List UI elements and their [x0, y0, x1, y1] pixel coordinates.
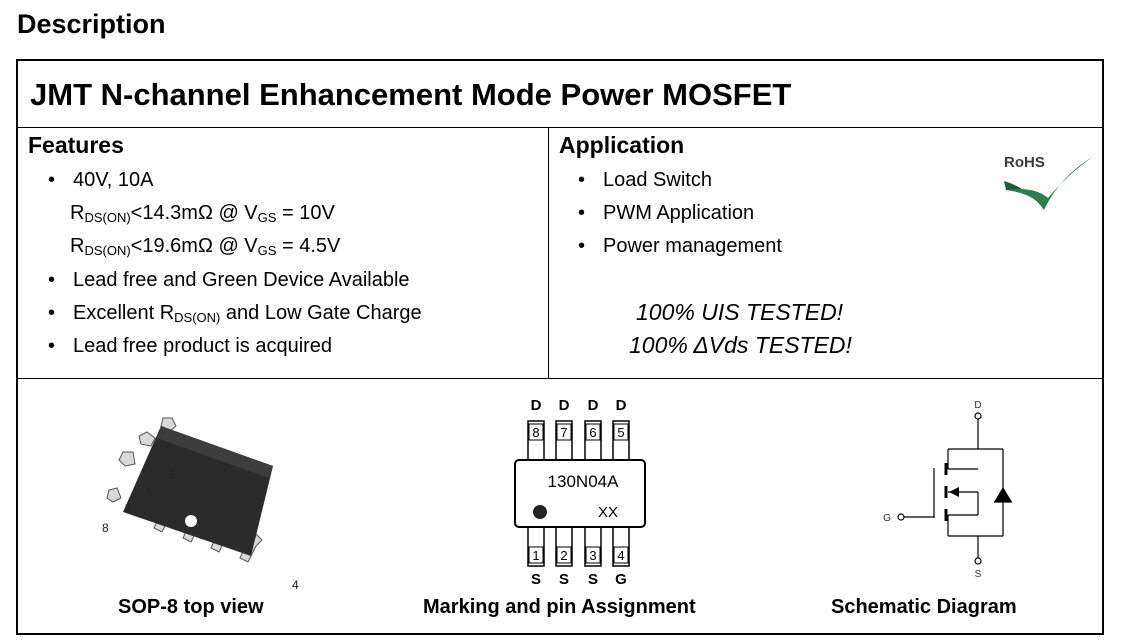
- feature-rds-10v: RDS(ON)<14.3mΩ @ VGS = 10V: [70, 202, 335, 225]
- bullet: •: [48, 335, 56, 357]
- pin-label: G: [615, 571, 627, 588]
- pin-number: 3: [589, 548, 596, 563]
- bullet: •: [48, 302, 56, 324]
- divider-line: [18, 127, 1102, 128]
- pin-label: S: [559, 571, 569, 588]
- schematic-caption: Schematic Diagram: [831, 596, 1017, 618]
- pin-number: 6: [146, 485, 153, 499]
- pin-number: 8: [102, 521, 109, 535]
- sop8-package-icon: 1 1 2 3 4 5 6 7 8: [102, 417, 299, 591]
- bullet: •: [48, 169, 56, 191]
- description-box: JMT N-channel Enhancement Mode Power MOS…: [16, 59, 1104, 635]
- application-item: Load Switch: [603, 169, 712, 191]
- package-top-edge-shape: [157, 426, 273, 478]
- pin-label: D: [531, 397, 542, 414]
- application-item: PWM Application: [603, 202, 755, 224]
- pin-number: 8: [532, 425, 539, 440]
- pin-label: D: [616, 397, 627, 414]
- rohs-leaf-shape: [1004, 181, 1044, 210]
- bullet: •: [578, 235, 586, 257]
- application-item: Power management: [603, 235, 782, 257]
- feature-excellent: Excellent RDS(ON) and Low Gate Charge: [73, 302, 422, 325]
- uis-tested-note: 100% UIS TESTED!: [636, 299, 844, 325]
- source-label: S: [975, 569, 982, 580]
- pin-number: 7: [560, 425, 567, 440]
- bullet: •: [578, 202, 586, 224]
- pin-number: 2: [560, 548, 567, 563]
- pin-number: 1: [532, 548, 539, 563]
- pin-number: 6: [589, 425, 596, 440]
- feature-rating: 40V, 10A: [73, 169, 154, 191]
- feature-lead-free: Lead free and Green Device Available: [73, 269, 410, 291]
- column-divider: [548, 127, 549, 379]
- rohs-text: RoHS: [1004, 154, 1045, 171]
- rohs-logo-icon: RoHS: [1004, 154, 1094, 210]
- pin-number: 5: [169, 468, 176, 482]
- pin-number: 4: [617, 548, 624, 563]
- pin-number: 7: [125, 502, 132, 516]
- pin-number: 4: [292, 578, 299, 591]
- drain-label: D: [974, 400, 981, 411]
- vds-tested-note: 100% ΔVds TESTED!: [629, 332, 852, 358]
- feature-acquired: Lead free product is acquired: [73, 335, 333, 357]
- marking-pinout-icon: D D D D 8 7 6 5 1: [514, 397, 646, 588]
- bullet: •: [48, 269, 56, 291]
- lot-code: XX: [598, 504, 618, 521]
- feature-rds-4v5: RDS(ON)<19.6mΩ @ VGS = 4.5V: [70, 235, 341, 258]
- mosfet-schematic-icon: D G S: [883, 400, 1012, 580]
- pin-label: S: [531, 571, 541, 588]
- pin1-dot-icon: [185, 515, 197, 527]
- gate-label: G: [883, 513, 891, 524]
- pin-number: 5: [617, 425, 624, 440]
- chip-body-shape: [514, 459, 646, 528]
- pin-label: S: [588, 571, 598, 588]
- marking-caption: Marking and pin Assignment: [423, 596, 696, 618]
- application-heading: Application: [559, 132, 685, 158]
- pin1-dot-icon: [533, 505, 547, 519]
- divider-line: [18, 378, 1102, 379]
- section-heading: Description: [17, 9, 166, 39]
- body-diode-icon: [994, 487, 1012, 502]
- package-caption: SOP-8 top view: [118, 596, 264, 618]
- arrow-icon: [949, 487, 959, 497]
- features-heading: Features: [28, 132, 124, 158]
- bullet: •: [578, 169, 586, 191]
- product-title: JMT N-channel Enhancement Mode Power MOS…: [30, 77, 792, 112]
- pin-label: D: [588, 397, 599, 414]
- pin-label: D: [559, 397, 570, 414]
- marking-code: 130N04A: [548, 472, 620, 491]
